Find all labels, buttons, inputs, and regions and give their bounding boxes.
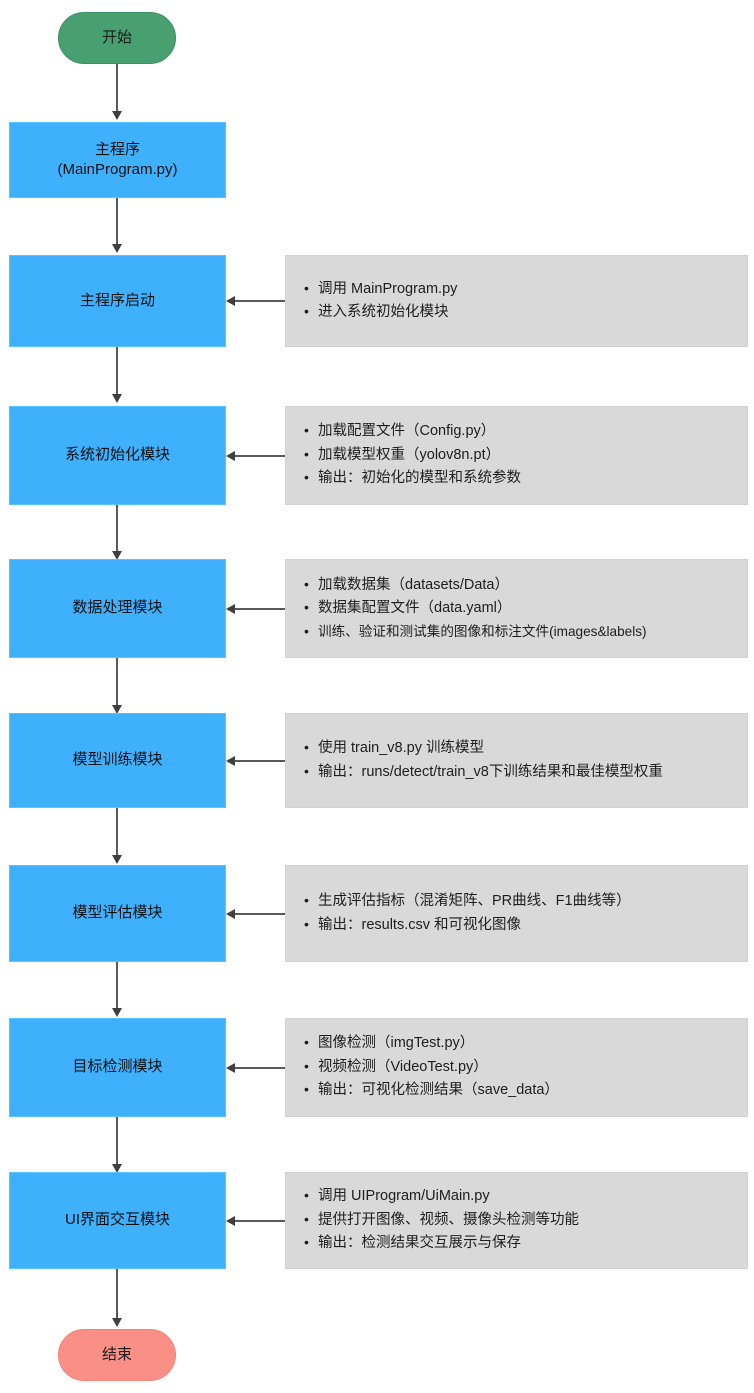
- connector-note-to-data-module: [234, 608, 285, 610]
- note-item: 输出：检测结果交互展示与保存: [304, 1231, 733, 1255]
- arrowhead-note-to-train-module: [226, 756, 235, 766]
- connector-main-program-to-main-start: [116, 198, 118, 246]
- arrowhead-note-to-eval-module: [226, 909, 235, 919]
- note-item: 加载数据集（datasets/Data）: [304, 573, 733, 597]
- note-item: 输出：可视化检测结果（save_data）: [304, 1078, 733, 1102]
- node-data-module[interactable]: 数据处理模块: [9, 559, 226, 658]
- note-item: 数据集配置文件（data.yaml）: [304, 596, 733, 620]
- node-start-label: 开始: [101, 28, 132, 46]
- connector-eval-to-detect: [116, 962, 118, 1010]
- node-detect-module-label: 目标检测模块: [72, 1058, 163, 1076]
- note-item: 使用 train_v8.py 训练模型: [304, 736, 733, 760]
- arrowhead-ui-to-end: [112, 1318, 122, 1327]
- note-item: 输出：results.csv 和可视化图像: [304, 912, 733, 937]
- note-eval-module: 生成评估指标（混淆矩阵、PR曲线、F1曲线等） 输出：results.csv 和…: [285, 865, 748, 962]
- connector-note-to-detect-module: [234, 1067, 285, 1069]
- arrowhead-note-to-data-module: [226, 604, 235, 614]
- node-eval-module-label: 模型评估模块: [72, 904, 163, 922]
- node-init-module-label: 系统初始化模块: [64, 446, 170, 464]
- node-ui-module[interactable]: UI界面交互模块: [9, 1172, 226, 1269]
- node-main-start-label: 主程序启动: [79, 291, 155, 309]
- note-item: 生成评估指标（混淆矩阵、PR曲线、F1曲线等）: [304, 889, 733, 913]
- connector-note-to-train-module: [234, 760, 285, 762]
- node-init-module[interactable]: 系统初始化模块: [9, 406, 226, 505]
- note-data-module: 加载数据集（datasets/Data） 数据集配置文件（data.yaml） …: [285, 559, 748, 658]
- note-item: 图像检测（imgTest.py）: [304, 1031, 733, 1055]
- note-init-module: 加载配置文件（Config.py） 加载模型权重（yolov8n.pt） 输出：…: [285, 406, 748, 505]
- note-item: 加载模型权重（yolov8n.pt）: [304, 443, 733, 467]
- connector-note-to-init-module: [234, 455, 285, 457]
- arrowhead-data-to-train: [112, 705, 122, 714]
- note-item: 训练、验证和测试集的图像和标注文件(images&labels): [304, 620, 733, 643]
- arrowhead-init-to-data: [112, 551, 122, 560]
- node-start[interactable]: 开始: [58, 12, 176, 64]
- arrowhead-train-to-eval: [112, 855, 122, 864]
- connector-main-start-to-init: [116, 347, 118, 396]
- node-train-module[interactable]: 模型训练模块: [9, 713, 226, 808]
- node-detect-module[interactable]: 目标检测模块: [9, 1018, 226, 1117]
- connector-detect-to-ui: [116, 1117, 118, 1166]
- note-item: 进入系统初始化模块: [304, 300, 733, 324]
- node-end[interactable]: 结束: [58, 1329, 176, 1381]
- connector-train-to-eval: [116, 808, 118, 857]
- connector-ui-to-end: [116, 1269, 118, 1321]
- note-item: 输出：初始化的模型和系统参数: [304, 466, 733, 490]
- note-item: 加载配置文件（Config.py）: [304, 419, 733, 443]
- note-item: 视频检测（VideoTest.py）: [304, 1055, 733, 1079]
- arrowhead-start-to-main-program: [112, 111, 122, 120]
- node-main-start[interactable]: 主程序启动: [9, 255, 226, 347]
- arrowhead-note-to-detect-module: [226, 1063, 235, 1073]
- arrowhead-detect-to-ui: [112, 1164, 122, 1173]
- node-ui-module-label: UI界面交互模块: [64, 1211, 170, 1229]
- note-item: 调用 MainProgram.py: [304, 276, 733, 301]
- node-data-module-label: 数据处理模块: [72, 599, 163, 617]
- node-end-label: 结束: [101, 1345, 132, 1363]
- arrowhead-note-to-init-module: [226, 451, 235, 461]
- arrowhead-eval-to-detect: [112, 1008, 122, 1017]
- connector-start-to-main-program: [116, 64, 118, 114]
- node-main-program-label: 主程序 (MainProgram.py): [57, 140, 178, 178]
- node-train-module-label: 模型训练模块: [72, 751, 163, 769]
- arrowhead-note-to-ui-module: [226, 1216, 235, 1226]
- note-item: 输出：runs/detect/train_v8下训练结果和最佳模型权重: [304, 759, 733, 784]
- connector-note-to-main-start: [234, 300, 285, 302]
- note-ui-module: 调用 UIProgram/UiMain.py 提供打开图像、视频、摄像头检测等功…: [285, 1172, 748, 1269]
- note-train-module: 使用 train_v8.py 训练模型 输出：runs/detect/train…: [285, 713, 748, 808]
- note-detect-module: 图像检测（imgTest.py） 视频检测（VideoTest.py） 输出：可…: [285, 1018, 748, 1117]
- connector-note-to-eval-module: [234, 913, 285, 915]
- connector-data-to-train: [116, 658, 118, 707]
- node-main-program[interactable]: 主程序 (MainProgram.py): [9, 122, 226, 198]
- note-item: 调用 UIProgram/UiMain.py: [304, 1184, 733, 1208]
- arrowhead-note-to-main-start: [226, 296, 235, 306]
- note-item: 提供打开图像、视频、摄像头检测等功能: [304, 1208, 733, 1232]
- connector-init-to-data: [116, 505, 118, 553]
- arrowhead-main-program-to-main-start: [112, 244, 122, 253]
- arrowhead-main-start-to-init: [112, 394, 122, 403]
- node-eval-module[interactable]: 模型评估模块: [9, 865, 226, 962]
- note-main-start: 调用 MainProgram.py 进入系统初始化模块: [285, 255, 748, 347]
- connector-note-to-ui-module: [234, 1220, 285, 1222]
